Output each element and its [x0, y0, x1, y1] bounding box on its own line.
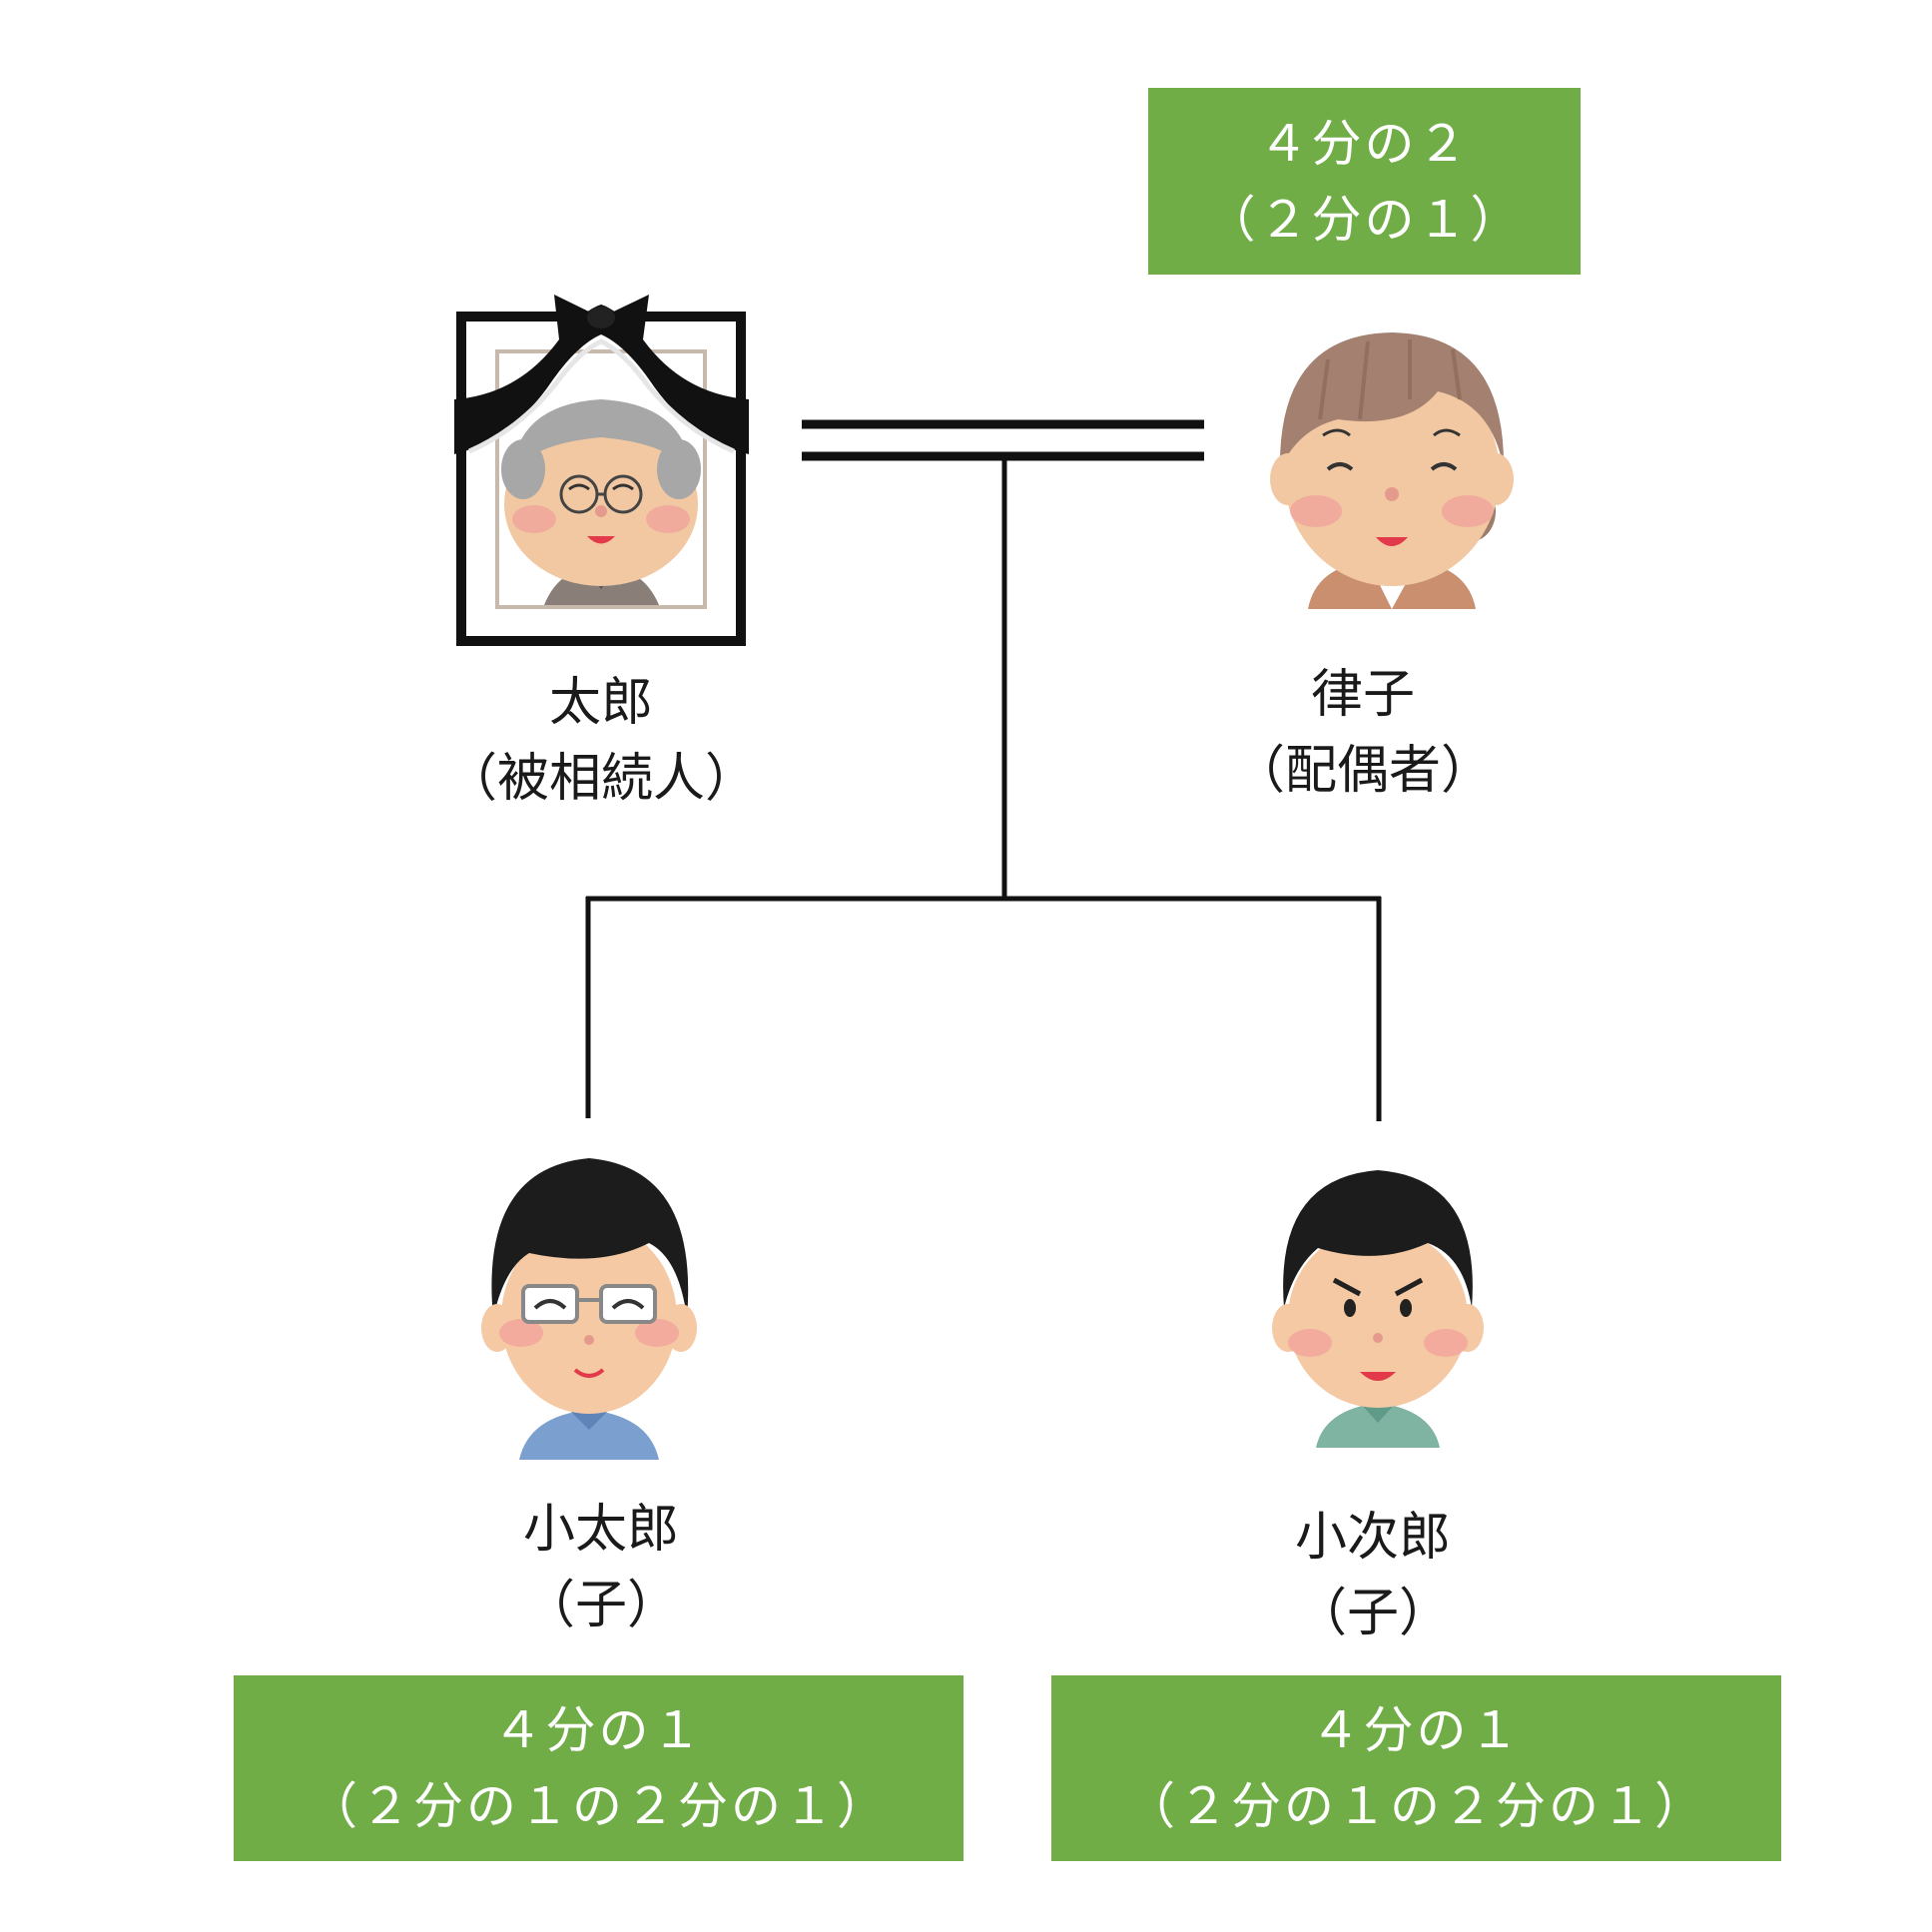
spouse-name: 律子 — [1310, 665, 1415, 725]
descent-lines — [585, 456, 1382, 1121]
spouse-share-primary: ４分の２ — [1258, 114, 1471, 173]
elderly-woman-icon — [1270, 332, 1514, 609]
young-man-icon — [1272, 1170, 1484, 1448]
marriage-line — [802, 419, 1204, 461]
child1-label: 小太郎 （子） — [391, 1492, 811, 1643]
spouse-share-box: ４分の２ （２分の１） — [1148, 88, 1581, 275]
child2-share-box: ４分の１ （２分の１の２分の１） — [1051, 1675, 1781, 1861]
child1-share-box: ４分の１ （２分の１の２分の１） — [234, 1675, 964, 1861]
child1-share-secondary: （２分の１の２分の１） — [308, 1777, 890, 1835]
deceased-name: 太郎 — [548, 673, 653, 733]
child1-share-primary: ４分の１ — [492, 1701, 705, 1759]
spouse-label: 律子 （配偶者） — [1153, 657, 1573, 809]
elderly-man-memorial-portrait-icon — [454, 295, 749, 646]
spouse-role: （配偶者） — [1232, 741, 1493, 801]
child1-name: 小太郎 — [522, 1500, 679, 1560]
deceased-role: （被相続人） — [444, 749, 757, 809]
child2-label: 小次郎 （子） — [1163, 1500, 1583, 1651]
child2-share-primary: ４分の１ — [1310, 1701, 1523, 1759]
child2-share-secondary: （２分の１の２分の１） — [1125, 1777, 1707, 1835]
child2-name: 小次郎 — [1294, 1508, 1451, 1568]
child2-role: （子） — [1294, 1584, 1451, 1643]
child1-role: （子） — [522, 1576, 679, 1635]
spouse-share-secondary: （２分の１） — [1205, 190, 1524, 249]
deceased-label: 太郎 （被相続人） — [391, 665, 811, 817]
young-man-glasses-icon — [481, 1158, 697, 1460]
